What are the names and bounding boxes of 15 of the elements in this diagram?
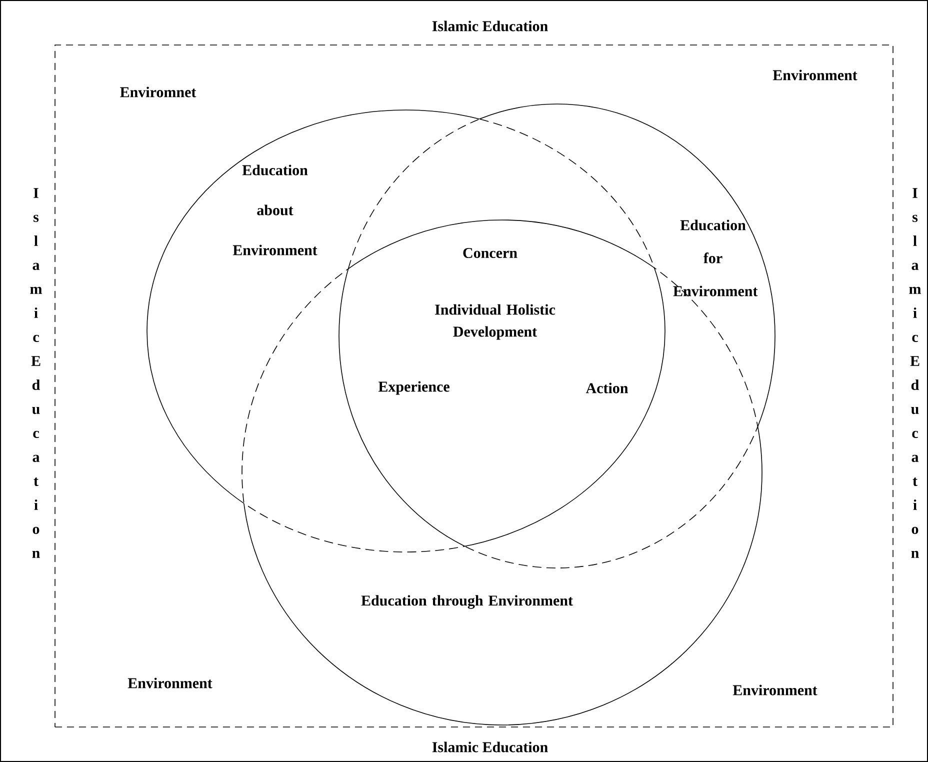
vertical-heading: Islamic Education <box>909 188 921 558</box>
circle-label: Education for Environment <box>673 220 758 296</box>
label: Action <box>586 382 628 394</box>
label: Individual Holistic Development <box>435 304 556 340</box>
label: Environment <box>732 684 818 696</box>
label: Experience <box>378 381 450 395</box>
label: Concern <box>463 248 518 258</box>
heading: Islamic Education <box>432 20 548 32</box>
circle-label: Education about Environment <box>232 164 318 256</box>
heading: Islamic Education <box>432 742 548 752</box>
label: Enviromnet <box>120 86 196 98</box>
vertical-heading: Islamic Education <box>30 188 42 558</box>
label: Environment <box>128 678 212 688</box>
label: Environment <box>772 70 858 80</box>
circle-label: Education through Environment <box>361 595 573 609</box>
